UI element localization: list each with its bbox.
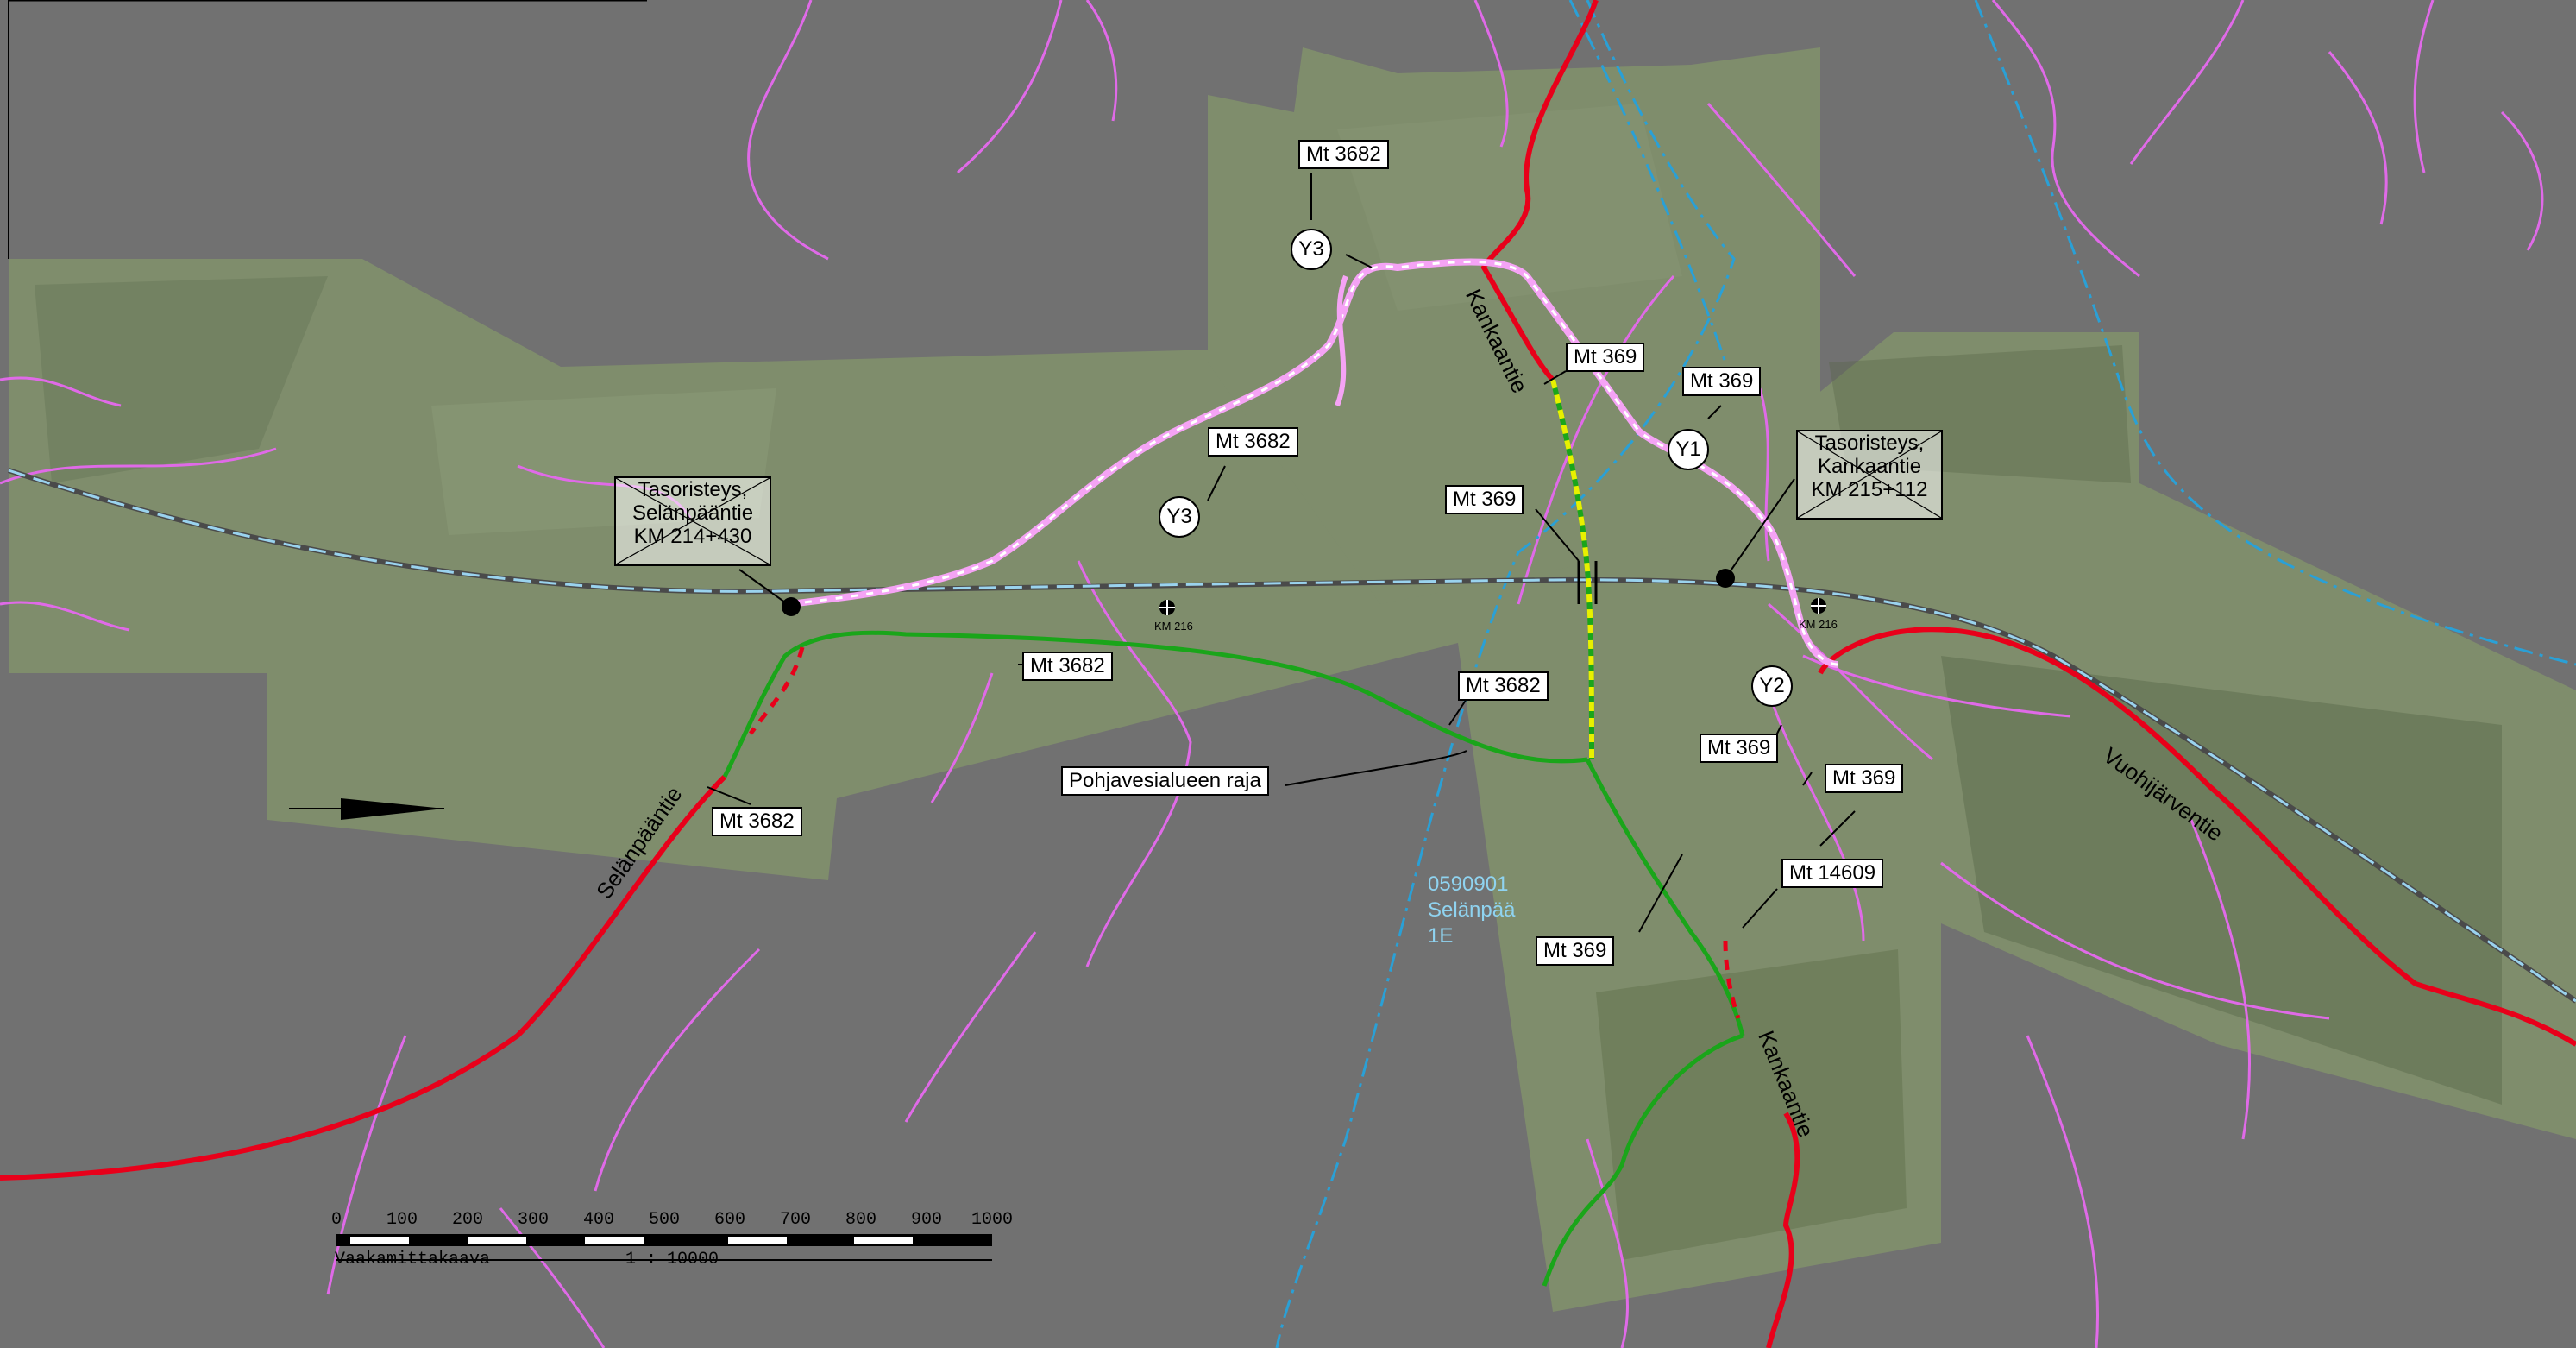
scale-caption: Vaakamittakaava <box>335 1250 491 1269</box>
railway <box>8 468 2576 1004</box>
crossing-label-left: Tasoristeys, Selänpääntie KM 214+430 <box>614 476 771 566</box>
scale-tick-900: 900 <box>911 1210 943 1230</box>
road-label-mt369-e: Mt 369 <box>1825 764 1904 793</box>
north-arrow-icon <box>289 798 444 820</box>
road-label-mt3682-mid: Mt 3682 <box>1208 427 1298 457</box>
road-label-mt369-f: Mt 369 <box>1536 936 1615 966</box>
scale-tick-800: 800 <box>845 1210 877 1230</box>
cross-out-icon <box>1798 431 1941 518</box>
road-label-mt3682-low: Mt 3682 <box>712 807 802 836</box>
cross-out-icon <box>616 478 770 564</box>
scale-bar-graphic <box>336 1234 992 1261</box>
scale-tick-1000: 1000 <box>971 1210 1014 1230</box>
crossing-label-right: Tasoristeys, Kankaantie KM 215+112 <box>1796 430 1943 520</box>
aerial-imagery <box>9 47 2576 1312</box>
scale-tick-100: 100 <box>386 1210 418 1230</box>
scale-ratio: 1 : 10000 <box>625 1250 719 1269</box>
marker-y1: Y1 <box>1668 429 1709 470</box>
removed-road-segments <box>749 646 1741 1019</box>
marker-y3-top: Y3 <box>1291 229 1332 270</box>
km-post-icon-a <box>1159 600 1175 615</box>
marker-y2: Y2 <box>1751 665 1793 707</box>
scale-tick-600: 600 <box>714 1210 746 1230</box>
yellow-section <box>1550 379 1594 760</box>
scale-tick-0: 0 <box>331 1210 342 1230</box>
new-road <box>722 630 1745 1287</box>
marker-y3-mid: Y3 <box>1159 496 1200 538</box>
groundwater-class: 1E <box>1428 924 1454 948</box>
road-label-mt3682-green: Mt 3682 <box>1022 652 1113 681</box>
groundwater-code: 0590901 <box>1428 872 1509 896</box>
road-label-mt14609: Mt 14609 <box>1781 859 1884 888</box>
groundwater-area-label: 0590901 Selänpää 1E <box>1428 872 1515 949</box>
scale-tick-200: 200 <box>452 1210 484 1230</box>
crossing-left-line3: KM 214+430 <box>633 525 752 548</box>
groundwater-name: Selänpää <box>1428 898 1516 922</box>
pedestrian-path <box>789 258 1838 668</box>
railway-crossing-mark <box>1577 561 1598 604</box>
road-label-mt3682-top: Mt 3682 <box>1298 140 1389 169</box>
road-label-mt3682-right: Mt 3682 <box>1458 671 1549 701</box>
scale-tick-300: 300 <box>518 1210 550 1230</box>
road-label-mt369-c: Mt 369 <box>1445 485 1524 514</box>
km-post-icon-b <box>1811 598 1826 614</box>
road-label-mt369-d: Mt 369 <box>1700 734 1779 763</box>
km-post-label-a: KM 216 <box>1154 620 1193 633</box>
crossing-left-line1: Tasoristeys, <box>638 478 748 501</box>
km-post-label-b: KM 216 <box>1799 618 1838 631</box>
road-label-mt369-b: Mt 369 <box>1682 367 1762 396</box>
groundwater-border <box>1275 0 2576 1348</box>
aerial-texture <box>35 104 2502 1260</box>
crossing-right-line1: Tasoristeys, <box>1814 431 1925 455</box>
scale-tick-500: 500 <box>649 1210 681 1230</box>
road-label-mt369-a: Mt 369 <box>1566 343 1645 372</box>
scale-tick-400: 400 <box>583 1210 615 1230</box>
scale-tick-700: 700 <box>780 1210 812 1230</box>
groundwater-border-label: Pohjavesialueen raja <box>1061 766 1269 796</box>
